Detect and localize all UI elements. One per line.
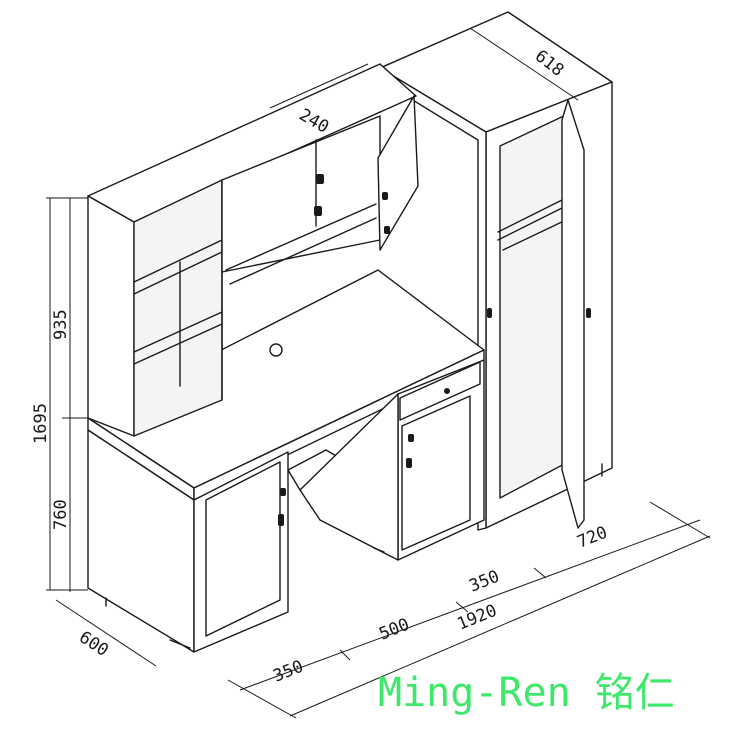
- hutch-lock-2: [314, 206, 322, 216]
- dim-label-wardrobe: 720: [574, 523, 610, 553]
- dim-tick-350-720: [533, 567, 547, 579]
- hutch-left-side: [87, 195, 135, 437]
- hutch: [87, 63, 419, 437]
- dim-label-right-cabinet: 350: [466, 567, 502, 597]
- dim-label-hutch-height: 935: [51, 309, 71, 340]
- dim-line-width-lower: [289, 535, 711, 717]
- hutch-shelf-2-edge: [133, 323, 223, 365]
- dim-tick-500-350: [455, 601, 469, 613]
- hutch-shelf-2: [133, 311, 223, 353]
- drawer-knob: [444, 388, 450, 394]
- pedestal-handle: [406, 458, 412, 468]
- pedestal-door: [401, 395, 471, 551]
- dim-line-top-depth: [469, 27, 579, 101]
- hutch-lock-1: [316, 174, 324, 184]
- dim-tick-350-500: [339, 649, 351, 661]
- dimension-lines: [46, 27, 711, 719]
- dim-tick-width-right: [649, 501, 711, 539]
- pedestal-drawer: [399, 361, 481, 421]
- hutch-shelf-1-edge: [133, 251, 223, 295]
- hutch-cabinet-bottom: [225, 203, 377, 271]
- pedestal-side: [299, 393, 399, 561]
- left-cabinet-handle-top: [280, 488, 286, 496]
- wardrobe-shelf-edge: [497, 197, 567, 233]
- pedestal-lock: [408, 434, 414, 442]
- desk: [87, 269, 485, 653]
- left-cabinet-lock: [278, 514, 284, 526]
- dim-label-desk-height: 760: [51, 499, 71, 530]
- watermark-text: Ming-Ren 铭仁: [378, 670, 675, 716]
- left-cabinet-door: [205, 461, 281, 637]
- hutch-open-door: [377, 95, 419, 251]
- wardrobe-hanging-rail: [502, 219, 567, 251]
- dim-line-shelf-depth: [269, 63, 369, 109]
- wardrobe-interior: [499, 113, 569, 499]
- wardrobe-shelf: [497, 205, 567, 241]
- dim-label-knee: 500: [376, 615, 412, 645]
- dim-line-depth: [55, 599, 157, 667]
- dim-label-left-cabinet: 350: [270, 657, 306, 687]
- pedestal-foot: [373, 547, 385, 553]
- hutch-door-handle-2: [384, 226, 390, 234]
- dim-line-width-upper: [239, 519, 701, 691]
- hutch-open-shelves: [133, 179, 223, 437]
- hutch-under-rail: [229, 217, 377, 285]
- hutch-shelf-1: [133, 239, 223, 283]
- hutch-door-handle-1: [382, 192, 388, 200]
- grommet-hole: [269, 343, 283, 357]
- wardrobe-handle-left: [487, 308, 492, 318]
- wardrobe-handle-right: [586, 308, 591, 318]
- dim-label-depth: 600: [75, 627, 112, 661]
- dim-label-total-height: 1695: [31, 403, 51, 444]
- left-foot-2: [169, 639, 191, 649]
- dim-tick-width-left: [227, 679, 297, 719]
- wardrobe-open-door: [561, 99, 585, 529]
